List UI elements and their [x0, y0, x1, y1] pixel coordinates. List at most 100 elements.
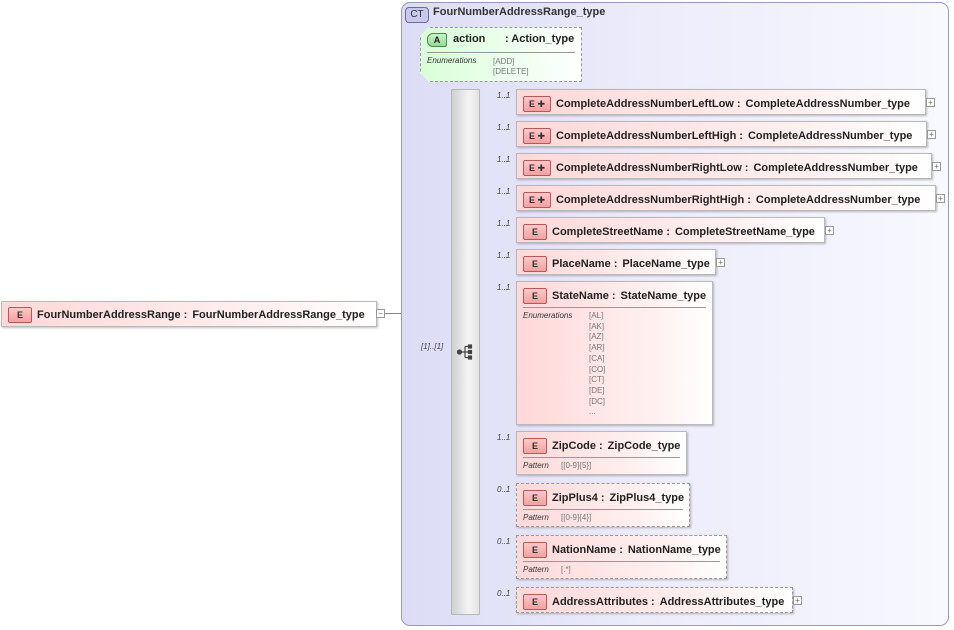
element-name: CompleteAddressNumberLeftHigh: [556, 130, 737, 142]
attribute-name: action: [453, 33, 486, 45]
enum-value: [AL]: [589, 311, 604, 320]
element-badge: E ✚: [523, 192, 551, 208]
enum-value: [CT]: [589, 375, 605, 385]
expand-toggle[interactable]: +: [825, 226, 834, 235]
element-badge: E: [523, 224, 547, 240]
facet-label: Pattern: [523, 565, 549, 574]
element-name: CompleteStreetName: [552, 226, 664, 238]
element-cardinality: 1..1: [497, 123, 511, 132]
element-cardinality: 1..1: [497, 251, 511, 260]
complex-type-title: FourNumberAddressRange_type: [433, 6, 606, 18]
enum-value: [CO]: [589, 364, 606, 374]
element-type: CompleteAddressNumber_type: [753, 162, 918, 174]
expand-toggle[interactable]: +: [927, 130, 936, 139]
element-badge: E: [523, 256, 547, 272]
element-name: ZipPlus4: [552, 492, 598, 504]
enum-value: [AZ]: [589, 332, 604, 342]
facet-divider: [523, 307, 706, 308]
element-cardinality: 0..1: [497, 485, 511, 494]
facet-divider: [523, 561, 720, 562]
element-name: CompleteAddressNumberLeftLow: [556, 98, 734, 110]
element-name: NationName: [552, 544, 617, 556]
element-badge: E ✚: [523, 160, 551, 176]
root-element-type: FourNumberAddressRange_type: [192, 309, 365, 321]
facet-values: [.*]: [561, 565, 571, 576]
enum-value: [AR]: [589, 343, 605, 353]
element-name: StateName: [552, 290, 609, 302]
facet-values: [[0-9]{4}]: [561, 513, 591, 524]
element-complete-address-number-left-high[interactable]: E ✚CompleteAddressNumberLeftHigh:Complet…: [516, 121, 927, 147]
element-badge: E: [523, 288, 547, 304]
element-cardinality: 1..1: [497, 283, 511, 292]
element-cardinality: 0..1: [497, 589, 511, 598]
element-name: CompleteAddressNumberRightHigh: [556, 194, 745, 206]
enum-value: [DE]: [589, 385, 605, 395]
element-cardinality: 1..1: [497, 219, 511, 228]
element-type: CompleteStreetName_type: [674, 226, 815, 238]
sequence-compositor-icon[interactable]: [457, 344, 475, 360]
expand-toggle[interactable]: +: [932, 162, 941, 171]
expand-toggle[interactable]: +: [936, 194, 945, 203]
expand-toggle[interactable]: +: [793, 596, 802, 605]
attribute-facet-label: Enumerations: [427, 56, 477, 65]
element-cardinality: 1..1: [497, 433, 511, 442]
element-name: AddressAttributes: [552, 596, 648, 608]
root-element-name: FourNumberAddressRange: [37, 309, 181, 321]
element-name: PlaceName: [552, 258, 611, 270]
element-cardinality: 1..1: [497, 91, 511, 100]
element-name: CompleteAddressNumberRightLow: [556, 162, 742, 174]
element-type: PlaceName_type: [622, 258, 710, 270]
element-name: ZipCode: [552, 440, 596, 452]
enum-value: [DC]: [589, 396, 605, 406]
sequence-cardinality: [1]..[1]: [421, 342, 444, 351]
element-badge: E: [523, 490, 547, 506]
collapse-toggle[interactable]: −: [376, 309, 385, 318]
enum-value: ...: [589, 407, 596, 417]
element-type: CompleteAddressNumber_type: [745, 98, 910, 110]
element-cardinality: 0..1: [497, 537, 511, 546]
attribute-divider: [427, 52, 575, 53]
element-complete-address-number-right-high[interactable]: E ✚CompleteAddressNumberRightHigh:Comple…: [516, 185, 936, 211]
expand-toggle[interactable]: +: [716, 258, 725, 267]
facet-label: Pattern: [523, 513, 549, 522]
element-complete-address-number-left-low[interactable]: E ✚CompleteAddressNumberLeftLow:Complete…: [516, 89, 926, 115]
element-type: StateName_type: [620, 290, 707, 302]
element-type: NationName_type: [627, 544, 721, 556]
expand-toggle[interactable]: +: [926, 98, 935, 107]
enum-value: [ADD]: [493, 57, 515, 66]
attribute-action[interactable]: A action : Action_type Enumerations [ADD…: [420, 27, 582, 82]
element-badge: E ✚: [523, 96, 551, 112]
pattern-value: [.*]: [561, 565, 571, 574]
element-type: CompleteAddressNumber_type: [755, 194, 921, 206]
element-type: CompleteAddressNumber_type: [747, 130, 913, 142]
attribute-badge: A: [427, 33, 447, 47]
facet-divider: [523, 457, 680, 458]
element-type: AddressAttributes_type: [659, 596, 785, 608]
element-badge: E: [523, 438, 547, 454]
pattern-value: [[0-9]{4}]: [561, 513, 592, 522]
element-cardinality: 1..1: [497, 187, 511, 196]
element-badge: E: [523, 594, 547, 610]
facet-label: Enumerations: [523, 311, 573, 320]
element-complete-address-number-right-low[interactable]: E ✚CompleteAddressNumberRightLow:Complet…: [516, 153, 932, 179]
complex-type-badge: CT: [405, 7, 429, 23]
attribute-facet-values: [ADD] [DELETE]: [493, 57, 529, 76]
element-type: ZipPlus4_type: [609, 492, 685, 504]
element-badge: E: [8, 307, 32, 323]
element-type: ZipCode_type: [607, 440, 681, 452]
facet-divider: [523, 509, 683, 510]
element-badge: E: [523, 542, 547, 558]
enum-value: [DELETE]: [493, 66, 529, 76]
enum-value: [CA]: [589, 353, 605, 363]
element-cardinality: 1..1: [497, 155, 511, 164]
facet-values: [AL] [AK] [AZ] [AR] [CA] [CO] [CT] [DE] …: [589, 311, 605, 418]
facet-label: Pattern: [523, 461, 549, 470]
